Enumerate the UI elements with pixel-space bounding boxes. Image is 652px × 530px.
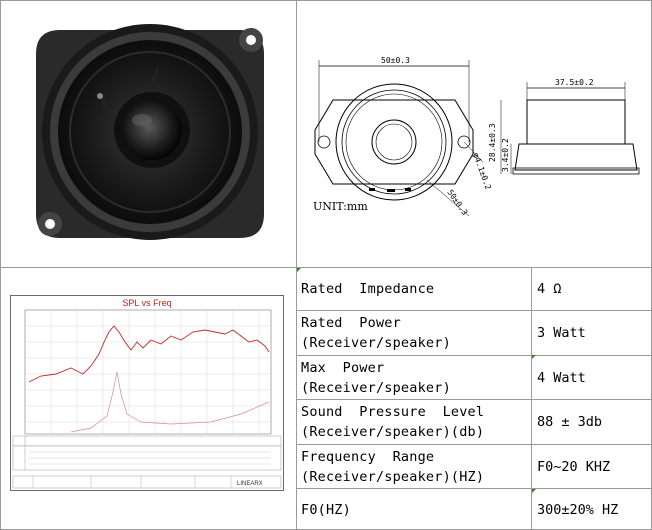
cell-marker <box>297 268 301 272</box>
spec-label-line: Frequency Range <box>301 448 435 465</box>
dim-diag: 50±0.3 <box>445 188 469 217</box>
cell-marker <box>532 355 536 359</box>
dimension-drawing: 50±0.3 φ4.1±0.2 50±0.3 UNIT:mm <box>297 2 652 266</box>
dim-height-right: 3.4±0.2 <box>501 138 510 172</box>
spec-value-text: 3 Watt <box>537 325 586 341</box>
spec-label-line: (Receiver/speaker)(db) <box>301 424 485 440</box>
spec-label-rated-impedance: Rated Impedance <box>301 268 531 310</box>
speaker-photo <box>2 2 295 266</box>
spec-label-frequency-range: Frequency Range (Receiver/speaker)(HZ) <box>301 445 531 488</box>
spec-label-line: Rated Power <box>301 315 401 331</box>
spec-label-line: (Receiver/speaker) <box>301 335 451 351</box>
dim-side-width: 37.5±0.2 <box>555 78 594 87</box>
spec-label-max-power: Max Power (Receiver/speaker) <box>301 356 531 399</box>
spec-value-text: 4 Watt <box>537 369 586 386</box>
graph-title: SPL vs Freq <box>122 298 172 308</box>
spec-value-text: F0~20 KHZ <box>537 458 611 475</box>
spec-value-rated-power: 3 Watt <box>537 311 649 355</box>
spec-label-line: (Receiver/speaker)(HZ) <box>301 468 485 485</box>
spec-label-sound-pressure-level: Sound Pressure Level (Receiver/speaker)(… <box>301 400 531 444</box>
spec-label-rated-power: Rated Power (Receiver/speaker) <box>301 311 531 355</box>
cell-marker <box>532 489 536 493</box>
divider-vertical-main <box>296 1 297 530</box>
row-divider <box>297 488 652 489</box>
row-divider <box>297 399 652 400</box>
graph-brand: LINEARX <box>237 481 263 487</box>
unit-label: UNIT:mm <box>313 200 368 213</box>
spec-value-frequency-range: F0~20 KHZ <box>537 445 649 488</box>
row-divider <box>297 310 652 311</box>
row-divider <box>297 444 652 445</box>
row-divider <box>297 355 652 356</box>
spec-value-text: 88 ± 3db <box>537 414 603 430</box>
spec-value-rated-impedance: 4 Ω <box>537 268 649 310</box>
divider-vertical-values <box>531 267 532 530</box>
spec-label-f0: F0(HZ) <box>301 489 531 530</box>
spec-value-text: 4 Ω <box>537 281 562 297</box>
spec-value-f0: 300±20% HZ <box>537 489 649 530</box>
spec-value-sound-pressure-level: 88 ± 3db <box>537 400 649 444</box>
spec-label-line: Max Power <box>301 359 385 376</box>
spec-label-line: Rated Impedance <box>301 281 435 297</box>
spec-value-max-power: 4 Watt <box>537 356 649 399</box>
spec-value-text: 300±20% HZ <box>537 502 619 518</box>
dim-width-top: 50±0.3 <box>381 56 410 65</box>
spec-label-line: Sound Pressure Level <box>301 404 485 420</box>
spec-label-line: (Receiver/speaker) <box>301 379 451 396</box>
divider-horizontal-main <box>1 267 652 268</box>
spec-label-line: F0(HZ) <box>301 502 351 518</box>
spl-graph: SPL vs Freq <box>10 295 284 491</box>
dim-height-left: 28.4±0.3 <box>488 123 497 162</box>
